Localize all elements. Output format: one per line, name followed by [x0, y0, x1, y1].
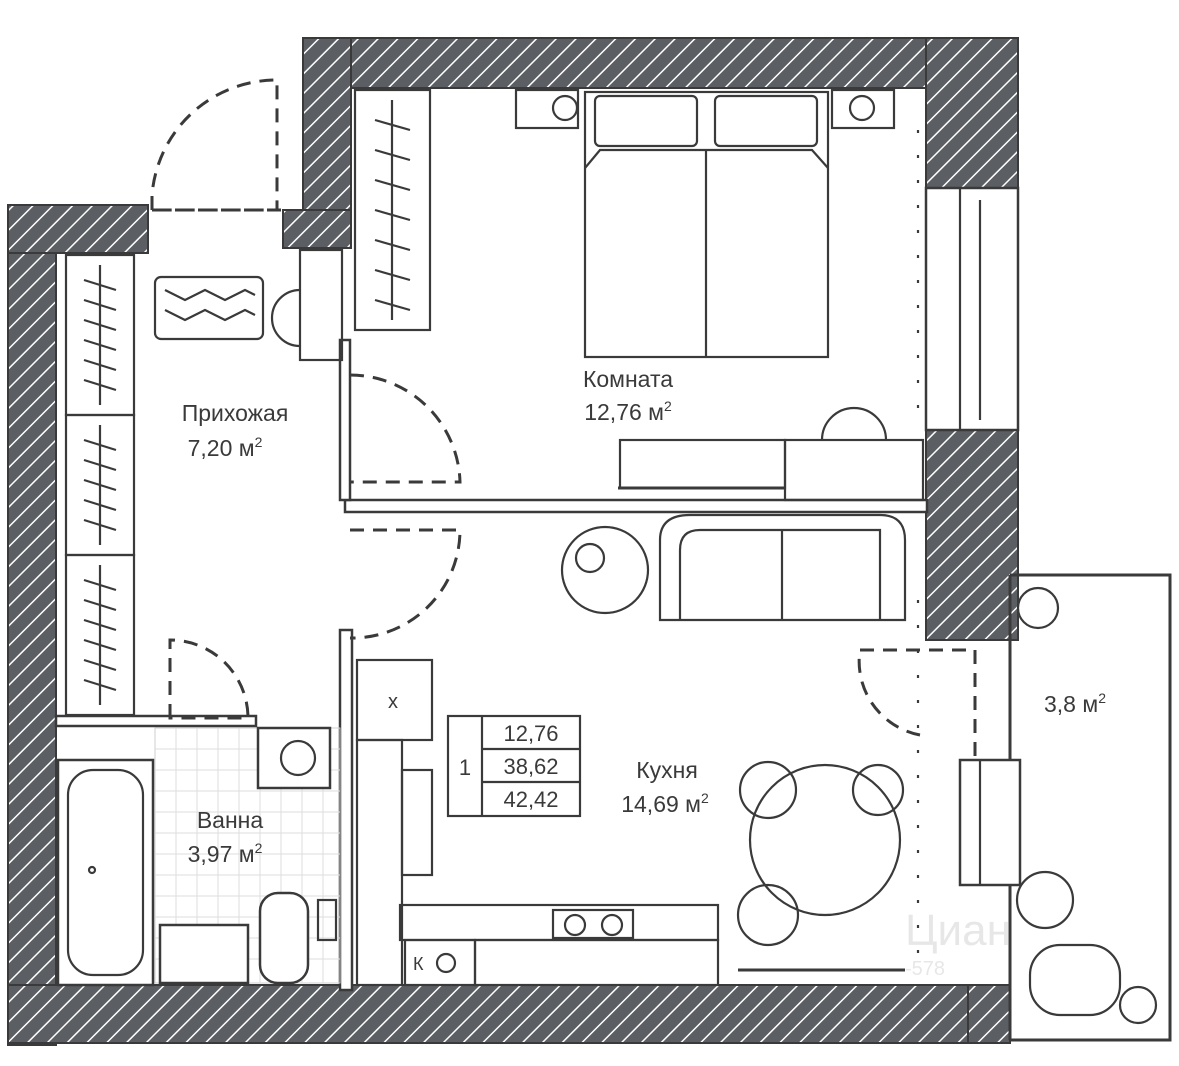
watermark-text: Циан	[905, 906, 1011, 955]
balcony-door-swing	[857, 648, 977, 762]
hall-console	[298, 248, 344, 362]
round-coffee-table	[560, 525, 650, 615]
windows	[916, 130, 1022, 960]
toilet	[258, 891, 310, 985]
pillow-left	[593, 94, 699, 148]
balcony	[1008, 573, 1172, 1042]
labels: Прихожая 7,20 м2 Комната 12,76 м2 Ванна …	[182, 366, 1106, 867]
dining-table	[748, 763, 902, 917]
bath-door-swing	[168, 638, 250, 720]
partition-hall-bath	[54, 714, 258, 728]
plant-icon	[1118, 985, 1158, 1025]
chair-3	[736, 883, 800, 947]
sink	[400, 768, 434, 877]
wall-top	[302, 37, 1019, 89]
walls	[7, 37, 1019, 1046]
room-area: 12,76 м2	[584, 398, 672, 425]
chair-2	[851, 763, 905, 817]
lamp-icon	[848, 94, 876, 122]
total-area-no-balcony: 38,62	[503, 754, 558, 779]
window-kitchen	[958, 758, 1022, 887]
balcony-furniture	[1015, 586, 1158, 1025]
room-name: Комната	[583, 366, 673, 392]
dresser	[783, 438, 925, 502]
counter-left	[355, 738, 404, 987]
desk-chair	[820, 406, 888, 441]
kitchen-furniture: х К	[355, 513, 907, 987]
sink-cabinet	[158, 923, 250, 985]
cooktop	[551, 908, 635, 940]
bedroom-door-swing	[349, 373, 462, 484]
hallway-name: Прихожая	[182, 400, 289, 426]
desk	[618, 438, 787, 490]
bath-name: Ванна	[197, 807, 264, 833]
window-bedroom	[924, 186, 1020, 432]
entrance-door-swing	[150, 78, 279, 212]
chair-1	[738, 760, 798, 820]
balcony-area: 3,8 м2	[1044, 690, 1106, 717]
lower-cabinets	[473, 938, 720, 987]
balcony-chair	[1028, 943, 1122, 1017]
hall-stool	[270, 288, 301, 348]
wardrobe-bedroom	[353, 88, 432, 332]
wall-balcony-corner	[967, 984, 1011, 1044]
hallway-area: 7,20 м2	[188, 434, 263, 461]
bath-area: 3,97 м2	[188, 840, 263, 867]
towel-rail	[316, 898, 338, 942]
wall-right-mid	[925, 429, 1019, 641]
nightstand-right	[830, 88, 896, 130]
bath-furniture	[56, 726, 341, 987]
kitchen-door-swing	[349, 528, 462, 640]
watermark-phone: -578	[905, 958, 945, 980]
total-area: 42,42	[503, 787, 558, 812]
bedroom-furniture	[353, 88, 925, 502]
wall-bottom	[7, 984, 1009, 1044]
doors	[150, 78, 977, 762]
partition-bedroom-kitchen	[343, 498, 929, 514]
partition-hall-bedroom	[338, 338, 352, 502]
area-table: 1 12,76 38,62 42,42	[446, 714, 582, 818]
rooms-count: 1	[459, 755, 471, 780]
boiler-marker: К	[413, 954, 424, 974]
washing-machine	[256, 726, 332, 790]
watermark: Циан -578	[905, 906, 1011, 980]
kitchen-area: 14,69 м2	[621, 790, 709, 817]
wardrobe-hall-3	[64, 553, 136, 717]
living-area: 12,76	[503, 721, 558, 746]
bathtub	[56, 758, 155, 987]
balcony-table	[1015, 870, 1075, 930]
plant-icon	[551, 94, 579, 122]
hallway-furniture	[64, 248, 344, 717]
pillow-right	[713, 94, 819, 148]
partition-bath-kitchen	[338, 628, 354, 992]
wall-left	[7, 204, 57, 1046]
plant-icon	[1016, 586, 1060, 630]
plant-icon	[574, 542, 606, 574]
hood-marker: х	[388, 691, 398, 713]
wall-right-top	[925, 37, 1019, 189]
boiler-icon	[435, 952, 457, 974]
balcony-outline	[1010, 573, 1172, 1042]
wall-entrance-jamb	[282, 209, 352, 249]
kitchen-name: Кухня	[636, 757, 698, 783]
wall-left-top	[7, 204, 149, 254]
sofa	[658, 513, 907, 622]
shoe-mat	[153, 275, 265, 341]
